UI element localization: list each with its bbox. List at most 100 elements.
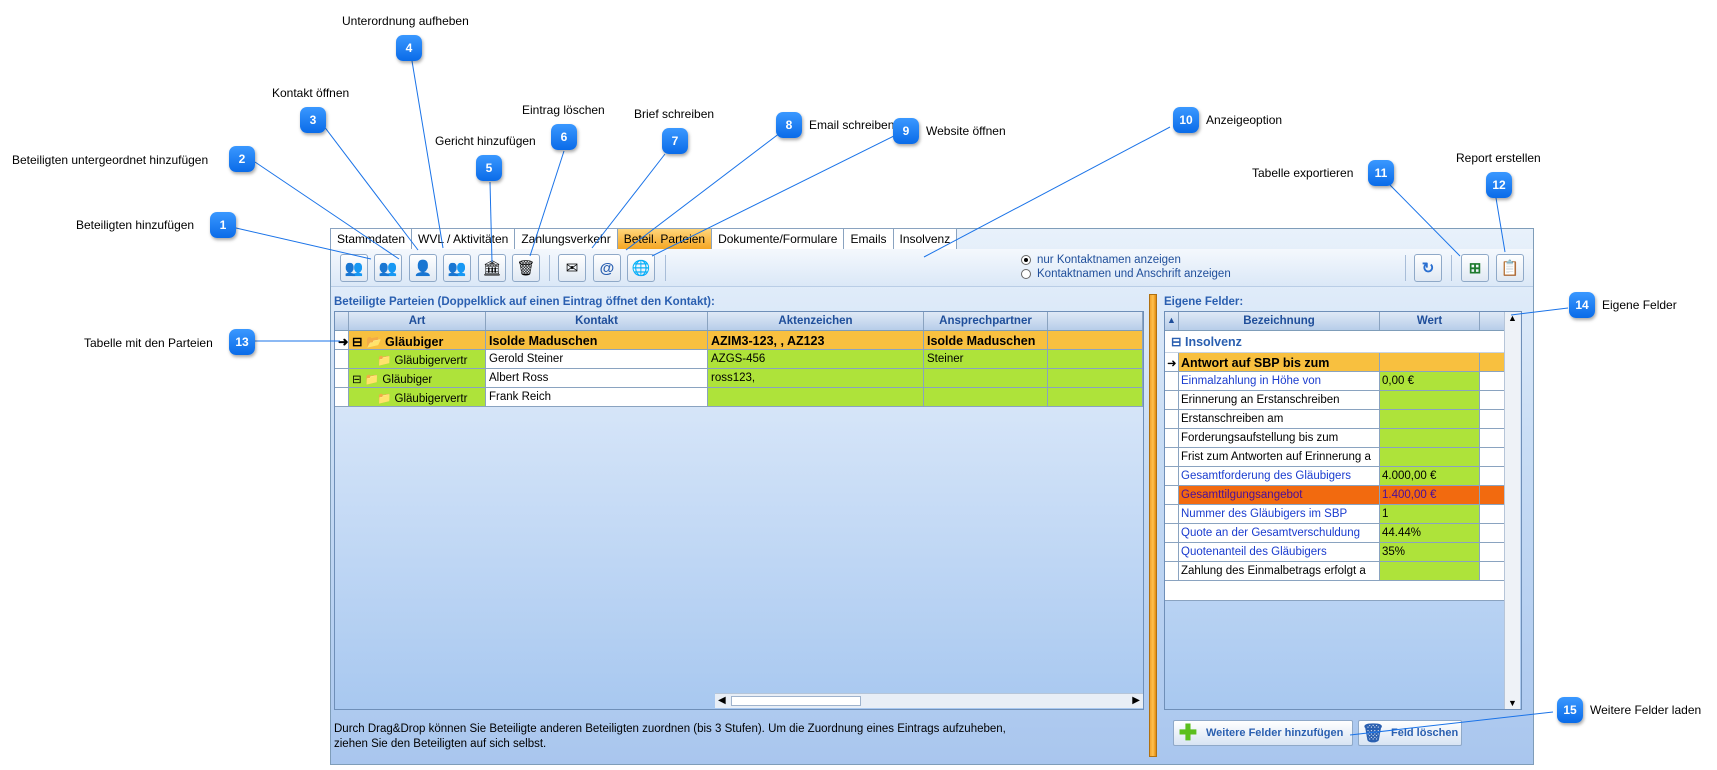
export-table-button[interactable]: ⊞ bbox=[1461, 254, 1489, 282]
button-label: Weitere Felder hinzufügen bbox=[1206, 727, 1344, 739]
field-value[interactable] bbox=[1380, 353, 1480, 372]
add-more-fields-button[interactable]: ✚ Weitere Felder hinzufügen bbox=[1173, 720, 1353, 746]
cell-kontakt: Gerold Steiner bbox=[486, 350, 708, 369]
tab-dokumente-formulare[interactable]: Dokumente/Formulare bbox=[711, 228, 845, 249]
field-row[interactable]: Frist zum Antworten auf Erinnerung a bbox=[1165, 448, 1505, 467]
open-website-button[interactable]: 🌐 bbox=[627, 254, 655, 282]
add-sub-participant-button[interactable]: 👥 bbox=[374, 254, 402, 282]
button-label: Feld löschen bbox=[1391, 727, 1459, 739]
column-header-art[interactable]: Art bbox=[349, 312, 486, 330]
tab-emails[interactable]: Emails bbox=[843, 228, 894, 249]
field-value[interactable]: 44.44% bbox=[1380, 524, 1480, 543]
cell-filler bbox=[1048, 369, 1143, 388]
collapse-icon[interactable]: ⊟ bbox=[1171, 335, 1182, 349]
cell-aktenzeichen: AZGS-456 bbox=[708, 350, 924, 369]
field-name: Einmalzahlung in Höhe von bbox=[1179, 372, 1380, 391]
panel-splitter[interactable] bbox=[1149, 294, 1157, 757]
callout-label: Report erstellen bbox=[1456, 151, 1541, 165]
refresh-button[interactable]: ↻ bbox=[1414, 254, 1442, 282]
table-row[interactable]: 📁 Gläubigervertr Gerold Steiner AZGS-456… bbox=[335, 350, 1143, 369]
group-row[interactable]: ⊟ Insolvenz bbox=[1165, 331, 1505, 353]
field-value[interactable]: 0,00 € bbox=[1380, 372, 1480, 391]
current-row-arrow-icon: ➜ bbox=[1165, 353, 1179, 372]
field-row[interactable]: Erinnerung an Erstanschreiben bbox=[1165, 391, 1505, 410]
column-header-aktenzeichen[interactable]: Aktenzeichen bbox=[708, 312, 924, 330]
tab-insolvenz[interactable]: Insolvenz bbox=[892, 228, 958, 249]
scrollbar-thumb[interactable] bbox=[731, 696, 861, 706]
table-row[interactable]: ➜ ⊟ 📂 Gläubiger Isolde Maduschen AZIM3-1… bbox=[335, 331, 1143, 350]
field-value[interactable]: 1 bbox=[1380, 505, 1480, 524]
cell-ansprechpartner: Steiner bbox=[924, 350, 1048, 369]
collapse-icon[interactable]: ⊟ bbox=[352, 335, 363, 349]
cell-filler bbox=[1480, 410, 1505, 429]
tab-stammdaten[interactable]: Stammdaten bbox=[330, 228, 413, 249]
field-name: Antwort auf SBP bis zum bbox=[1179, 353, 1380, 372]
field-row[interactable]: Gesamttilgungsangebot 1.400,00 € bbox=[1165, 486, 1505, 505]
field-row[interactable]: Quote an der Gesamtverschuldung 44.44% bbox=[1165, 524, 1505, 543]
add-participant-button[interactable]: 👥 bbox=[340, 254, 368, 282]
column-header-wert[interactable]: Wert bbox=[1380, 312, 1480, 330]
field-value[interactable]: 35% bbox=[1380, 543, 1480, 562]
table-row[interactable]: ⊟ 📁 Gläubiger Albert Ross ross123, bbox=[335, 369, 1143, 388]
cell-kontakt: Albert Ross bbox=[486, 369, 708, 388]
tab-zahlungsverkehr[interactable]: Zahlungsverkehr bbox=[514, 228, 618, 249]
row-indicator bbox=[1165, 524, 1179, 543]
column-header-bezeichnung[interactable]: Bezeichnung bbox=[1179, 312, 1380, 330]
cell-ansprechpartner bbox=[924, 369, 1048, 388]
row-indicator bbox=[1165, 543, 1179, 562]
table-header: ▲ Bezeichnung Wert bbox=[1165, 312, 1505, 331]
create-report-button[interactable]: 📋 bbox=[1496, 254, 1524, 282]
write-letter-button[interactable]: ✉ bbox=[558, 254, 586, 282]
field-value[interactable]: 1.400,00 € bbox=[1380, 486, 1480, 505]
tab-wvl-aktivitaeten[interactable]: WVL / Aktivitäten bbox=[411, 228, 516, 249]
delete-field-button[interactable]: 🗑 Feld löschen bbox=[1358, 720, 1462, 746]
field-name: Frist zum Antworten auf Erinnerung a bbox=[1179, 448, 1380, 467]
cell-aktenzeichen: ross123, bbox=[708, 369, 924, 388]
vertical-scrollbar[interactable]: ▲ ▼ bbox=[1504, 312, 1520, 709]
field-value[interactable]: 4.000,00 € bbox=[1380, 467, 1480, 486]
remove-subordination-button[interactable]: 👥 bbox=[443, 254, 471, 282]
write-email-button[interactable]: @ bbox=[593, 254, 621, 282]
field-name: Gesamttilgungsangebot bbox=[1179, 486, 1380, 505]
drag-drop-hint: Durch Drag&Drop können Sie Beteiligte an… bbox=[334, 723, 1006, 750]
field-row[interactable]: Zahlung des Einmalbetrags erfolgt a bbox=[1165, 562, 1505, 581]
field-value[interactable] bbox=[1380, 448, 1480, 467]
field-row[interactable]: Einmalzahlung in Höhe von 0,00 € bbox=[1165, 372, 1505, 391]
callout-label: Email schreiben bbox=[809, 118, 895, 132]
tab-beteil-parteien[interactable]: Beteil. Parteien bbox=[616, 228, 713, 249]
field-row[interactable]: Forderungsaufstellung bis zum bbox=[1165, 429, 1505, 448]
field-name: Quote an der Gesamtverschuldung bbox=[1179, 524, 1380, 543]
scroll-up-icon[interactable]: ▲ bbox=[1508, 313, 1517, 323]
field-value[interactable] bbox=[1380, 391, 1480, 410]
scroll-down-icon[interactable]: ▼ bbox=[1508, 698, 1517, 708]
callout-label: Weitere Felder laden bbox=[1590, 703, 1702, 717]
cell-aktenzeichen: AZIM3-123, , AZ123 bbox=[708, 331, 924, 350]
delete-entry-button[interactable]: 🗑 bbox=[512, 254, 540, 282]
radio-contact-names-only[interactable]: nur Kontaktnamen anzeigen bbox=[1021, 254, 1181, 266]
field-row[interactable]: Nummer des Gläubigers im SBP 1 bbox=[1165, 505, 1505, 524]
horizontal-scrollbar[interactable]: ◀ ▶ bbox=[715, 693, 1143, 708]
field-value[interactable] bbox=[1380, 429, 1480, 448]
row-indicator bbox=[1165, 448, 1179, 467]
field-row[interactable]: Erstanschreiben am bbox=[1165, 410, 1505, 429]
scroll-right-icon[interactable]: ▶ bbox=[1132, 695, 1140, 706]
collapse-icon[interactable]: ⊟ bbox=[352, 374, 362, 386]
add-court-button[interactable]: 🏛 bbox=[478, 254, 506, 282]
column-header-ansprechpartner[interactable]: Ansprechpartner bbox=[924, 312, 1048, 330]
radio-contact-names-address[interactable]: Kontaktnamen und Anschrift anzeigen bbox=[1021, 268, 1231, 280]
left-section-title: Beteiligte Parteien (Doppelklick auf ein… bbox=[334, 296, 715, 308]
field-row[interactable]: ➜ Antwort auf SBP bis zum bbox=[1165, 353, 1505, 372]
table-row[interactable]: 📁 Gläubigervertr Frank Reich bbox=[335, 388, 1143, 407]
sort-triangle-icon[interactable]: ▲ bbox=[1165, 312, 1179, 330]
field-value[interactable] bbox=[1380, 562, 1480, 581]
cell-kontakt: Isolde Maduschen bbox=[486, 331, 708, 350]
callout-label: Website öffnen bbox=[926, 124, 1006, 138]
field-value[interactable] bbox=[1380, 410, 1480, 429]
scroll-left-icon[interactable]: ◀ bbox=[718, 695, 726, 706]
field-row[interactable]: Quotenanteil des Gläubigers 35% bbox=[1165, 543, 1505, 562]
field-row[interactable]: Gesamtforderung des Gläubigers 4.000,00 … bbox=[1165, 467, 1505, 486]
cell-ansprechpartner bbox=[924, 388, 1048, 407]
open-contact-button[interactable]: 👤 bbox=[409, 254, 437, 282]
column-header-kontakt[interactable]: Kontakt bbox=[486, 312, 708, 330]
unlink-person-icon: 👥 bbox=[447, 260, 467, 277]
